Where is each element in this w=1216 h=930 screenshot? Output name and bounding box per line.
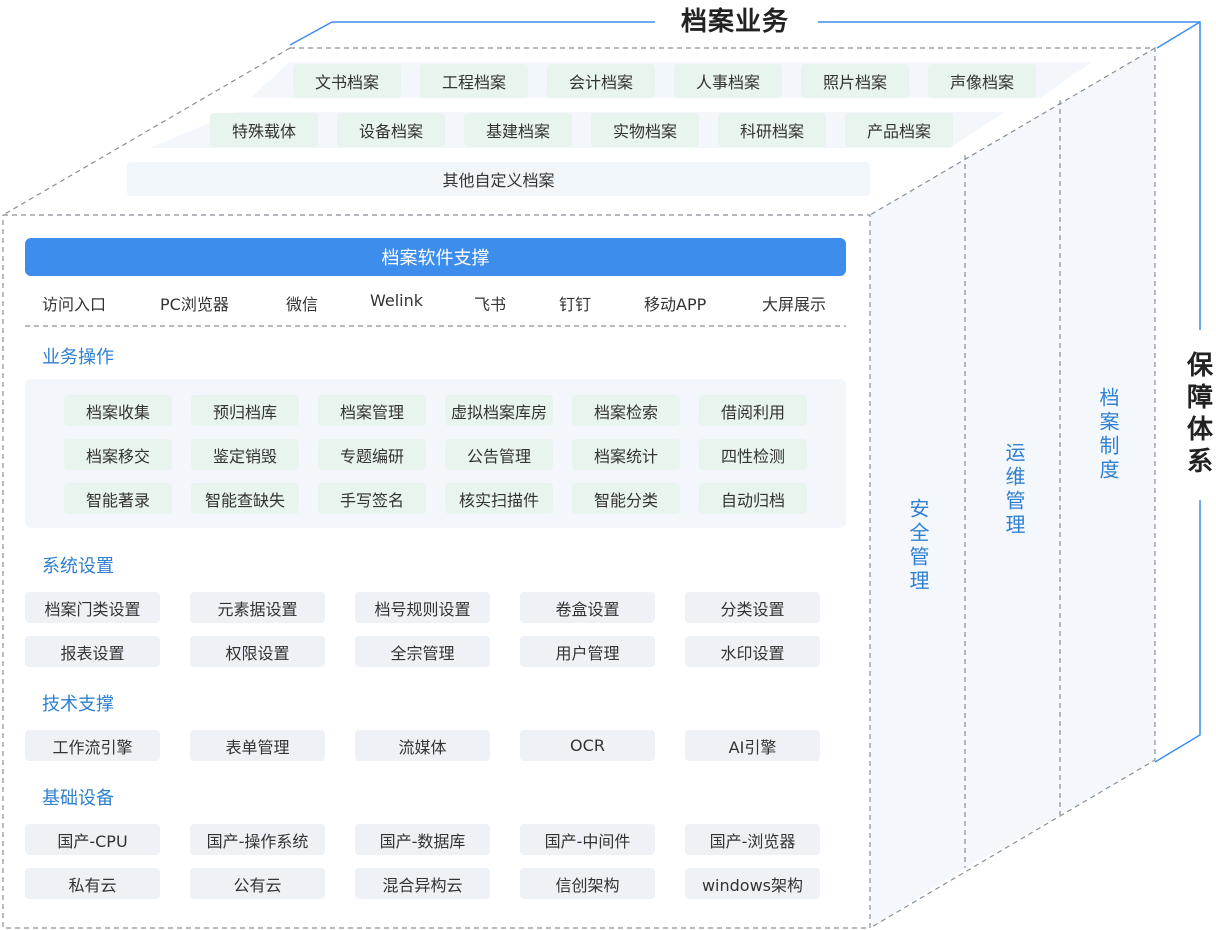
system-setting-item[interactable]: 报表设置 [25, 636, 160, 667]
archive-type-item[interactable]: 会计档案 [547, 64, 655, 98]
infrastructure-item[interactable]: 国产-浏览器 [685, 824, 820, 855]
system-setting-item[interactable]: 全宗管理 [355, 636, 490, 667]
tech-support-item[interactable]: OCR [520, 730, 655, 761]
archive-type-item[interactable]: 科研档案 [718, 113, 826, 147]
system-setting-item[interactable]: 水印设置 [685, 636, 820, 667]
tech-support-item[interactable]: 工作流引擎 [25, 730, 160, 761]
business-op-item[interactable]: 虚拟档案库房 [445, 395, 553, 426]
system-setting-item[interactable]: 元素据设置 [190, 592, 325, 623]
archive-type-item[interactable]: 设备档案 [337, 113, 445, 147]
business-op-item[interactable]: 档案统计 [572, 439, 680, 470]
system-setting-item[interactable]: 档案门类设置 [25, 592, 160, 623]
access-mobile-app[interactable]: 移动APP [644, 295, 707, 314]
archive-type-item[interactable]: 基建档案 [464, 113, 572, 147]
section-business-ops: 业务操作 [42, 347, 114, 368]
business-op-item[interactable]: 档案移交 [64, 439, 172, 470]
archive-type-item[interactable]: 产品档案 [845, 113, 953, 147]
business-op-item[interactable]: 四性检测 [699, 439, 807, 470]
business-op-item[interactable]: 预归档库 [191, 395, 299, 426]
pillar-security-management: 安全管理 [906, 498, 930, 594]
infrastructure-item[interactable]: 国产-CPU [25, 824, 160, 855]
section-infrastructure: 基础设备 [42, 788, 114, 809]
access-feishu[interactable]: 飞书 [474, 295, 507, 314]
archive-type-item[interactable]: 照片档案 [801, 64, 909, 98]
infrastructure-item[interactable]: 公有云 [190, 868, 325, 899]
software-support-bar: 档案软件支撑 [25, 238, 846, 276]
infrastructure-item[interactable]: 国产-操作系统 [190, 824, 325, 855]
system-setting-item[interactable]: 分类设置 [685, 592, 820, 623]
section-system-settings: 系统设置 [42, 556, 114, 577]
infrastructure-item[interactable]: 私有云 [25, 868, 160, 899]
business-op-item[interactable]: 档案管理 [318, 395, 426, 426]
access-welink[interactable]: Welink [370, 291, 424, 310]
access-dingtalk[interactable]: 钉钉 [559, 295, 592, 314]
business-op-item[interactable]: 档案收集 [64, 395, 172, 426]
business-op-item[interactable]: 鉴定销毁 [191, 439, 299, 470]
archive-type-item[interactable]: 声像档案 [928, 64, 1036, 98]
pillar-ops-management: 运维管理 [1002, 442, 1026, 538]
infrastructure-item[interactable]: windows架构 [685, 868, 820, 899]
system-setting-item[interactable]: 档号规则设置 [355, 592, 490, 623]
access-big-screen[interactable]: 大屏展示 [762, 295, 827, 314]
infrastructure-item[interactable]: 国产-数据库 [355, 824, 490, 855]
guarantee-title: 保障体系 [1180, 330, 1216, 500]
infrastructure-item[interactable]: 混合异构云 [355, 868, 490, 899]
business-op-item[interactable]: 核实扫描件 [445, 483, 553, 514]
access-wechat[interactable]: 微信 [286, 295, 319, 314]
system-setting-item[interactable]: 用户管理 [520, 636, 655, 667]
archive-type-item[interactable]: 特殊载体 [210, 113, 318, 147]
business-op-item[interactable]: 档案检索 [572, 395, 680, 426]
access-pc-browser[interactable]: PC浏览器 [160, 295, 229, 314]
archive-type-item[interactable]: 工程档案 [420, 64, 528, 98]
section-tech-support: 技术支撑 [42, 694, 114, 715]
system-setting-item[interactable]: 卷盒设置 [520, 592, 655, 623]
business-op-item[interactable]: 智能分类 [572, 483, 680, 514]
archive-type-item[interactable]: 实物档案 [591, 113, 699, 147]
tech-support-item[interactable]: 流媒体 [355, 730, 490, 761]
business-op-item[interactable]: 专题编研 [318, 439, 426, 470]
archive-type-item[interactable]: 人事档案 [674, 64, 782, 98]
business-title: 档案业务 [660, 2, 810, 42]
system-setting-item[interactable]: 权限设置 [190, 636, 325, 667]
tech-support-item[interactable]: AI引擎 [685, 730, 820, 761]
business-op-item[interactable]: 智能查缺失 [191, 483, 299, 514]
business-op-item[interactable]: 智能著录 [64, 483, 172, 514]
infrastructure-item[interactable]: 信创架构 [520, 868, 655, 899]
business-op-item[interactable]: 借阅利用 [699, 395, 807, 426]
custom-archive-item[interactable]: 其他自定义档案 [127, 162, 870, 196]
tech-support-item[interactable]: 表单管理 [190, 730, 325, 761]
infrastructure-item[interactable]: 国产-中间件 [520, 824, 655, 855]
business-op-item[interactable]: 手写签名 [318, 483, 426, 514]
access-label: 访问入口 [42, 295, 107, 314]
archive-type-item[interactable]: 文书档案 [293, 64, 401, 98]
business-op-item[interactable]: 公告管理 [445, 439, 553, 470]
pillar-archive-regulation: 档案制度 [1096, 387, 1120, 483]
business-op-item[interactable]: 自动归档 [699, 483, 807, 514]
